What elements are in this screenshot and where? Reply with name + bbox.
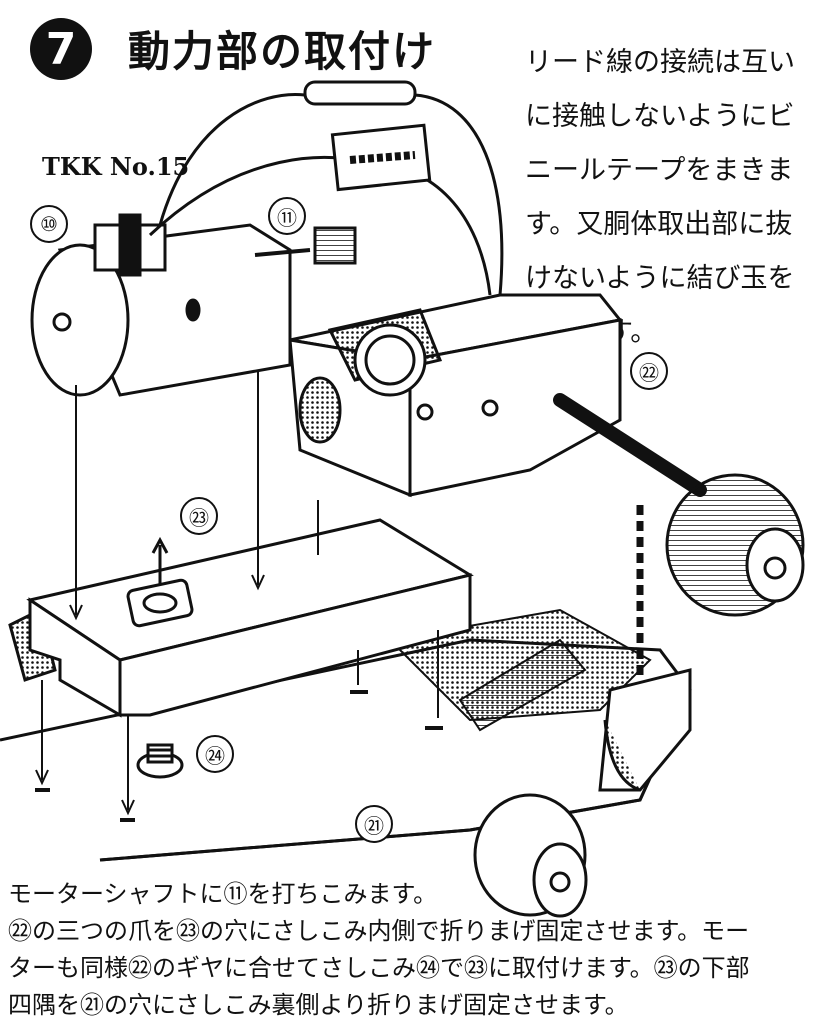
callout-pinion: ⑪	[268, 197, 306, 235]
screw-drawing	[136, 743, 184, 779]
instruction-line: ターも同様㉒のギヤに合せてさしこみ㉔で㉓に取付けます。㉓の下部	[8, 954, 750, 982]
wiring-note-line: に接触しないようにビ	[525, 101, 795, 132]
instruction-line: モーターシャフトに⑪を打ちこみます。	[8, 880, 438, 908]
step-title: 動力部の取付け	[128, 27, 437, 76]
wiring-note-line: ニールテープをまきま	[525, 155, 794, 186]
callout-motor: ⑩	[30, 205, 68, 243]
assembly-instructions: モーターシャフトに⑪を打ちこみます。 ㉒の三つの爪を㉓の穴にさしこみ内側で折りま…	[8, 876, 828, 1024]
bracket-drawing	[26, 518, 474, 718]
wiring-note-line: けないように結び玉を	[525, 263, 795, 294]
wiring-note-line: リード線の接続は互い	[525, 47, 795, 78]
motor-drawing	[30, 213, 357, 397]
callout-gearbox: ㉒	[630, 352, 668, 390]
gearbox-drawing	[288, 293, 707, 498]
instruction-line: 四隅を㉑の穴にさしこみ裏側より折りまげ固定させます。	[8, 991, 629, 1019]
assembly-arrows	[35, 370, 644, 816]
lead-wire-drawing	[148, 80, 504, 296]
callout-bracket: ㉓	[180, 497, 218, 535]
wheel-drawing	[473, 473, 805, 918]
model-number-label: TKK No.15	[42, 152, 190, 181]
callout-chassis: ㉑	[355, 805, 393, 843]
wiring-note-line: す。又胴体取出部に抜	[525, 209, 793, 240]
instruction-line: ㉒の三つの爪を㉓の穴にさしこみ内側で折りまげ固定させます。モー	[8, 917, 750, 945]
callout-screw: ㉔	[196, 735, 234, 773]
step-number-badge: 7	[30, 18, 92, 80]
